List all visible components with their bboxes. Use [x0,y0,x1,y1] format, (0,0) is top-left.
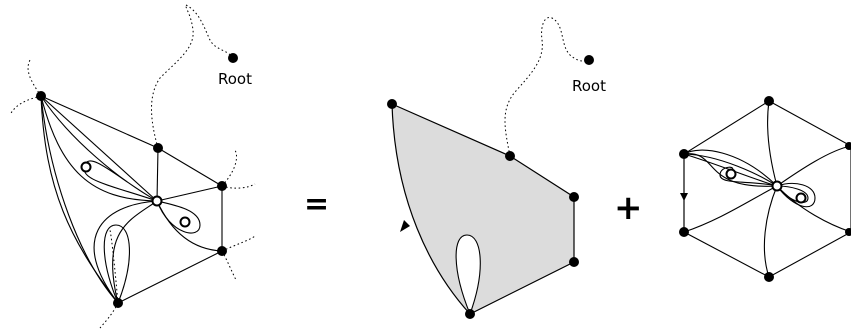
left-edge-left [40,95,119,304]
hex-leaf-node [725,168,737,180]
left-edge-f [40,95,119,304]
hex-spoke [763,185,778,278]
hex-vertex [679,149,689,159]
shaded-face [391,103,575,315]
left-edge-e [40,95,158,202]
left-center-node [151,195,163,207]
left-edge-c [156,185,223,202]
left-dangle-5 [221,235,256,252]
hex-vertex [845,228,851,236]
middle-vertex [387,99,397,109]
left-loop-bottom [103,224,130,304]
left-root-node [228,53,238,63]
left-edge-bottom-right [117,250,223,304]
hex-center-node [771,180,783,192]
hex-loop-right-inner [776,185,809,204]
left-map: Root [9,4,256,329]
left-root-label: Root [218,70,252,88]
left-vertex [113,298,123,308]
left-dangle-1 [27,59,42,97]
hex-spoke [776,145,851,187]
left-dangle-8 [109,229,119,304]
hex-spoke [683,149,778,187]
middle-vertex [505,151,515,161]
left-dangle-2 [9,95,42,116]
left-edge-g [112,200,158,304]
left-vertex [217,246,227,256]
middle-vertex [569,257,579,267]
middle-region: Root [387,16,606,319]
middle-vertex [569,192,579,202]
hex-vertex [764,96,774,106]
left-dangle-3 [221,149,237,187]
middle-root-label: Root [572,77,606,95]
middle-root-node [584,55,594,65]
left-edge-a [40,95,158,202]
left-dangle-7 [99,302,119,329]
left-edge-d [156,200,223,252]
left-edge-top-right [157,147,223,187]
hex-vertex [679,227,689,237]
left-leaf-node [179,216,191,228]
left-edge-top [40,95,159,149]
right-hexagon [679,96,851,282]
equals-sign: = [304,187,329,222]
middle-vertex [465,309,475,319]
left-loop-upper [40,95,158,202]
hex-leaf-node [795,192,807,204]
hex-spoke [683,185,778,233]
left-vertex [217,181,227,191]
hex-vertex [764,272,774,282]
left-dangle-6 [221,250,237,281]
hex-loop-upper [683,153,778,187]
left-leaf-node [80,161,92,173]
middle-arrow [400,220,410,232]
hex-vertex [845,142,851,150]
left-edge-h [93,200,158,304]
hex-spoke [767,100,778,187]
left-vertex [36,91,46,101]
left-loop-right [156,200,201,234]
plus-sign: + [614,188,643,228]
left-root-path [151,4,234,149]
middle-loop [455,234,481,316]
left-edge-b [156,147,159,202]
left-vertex [153,143,163,153]
hex-loop-right [776,182,816,208]
